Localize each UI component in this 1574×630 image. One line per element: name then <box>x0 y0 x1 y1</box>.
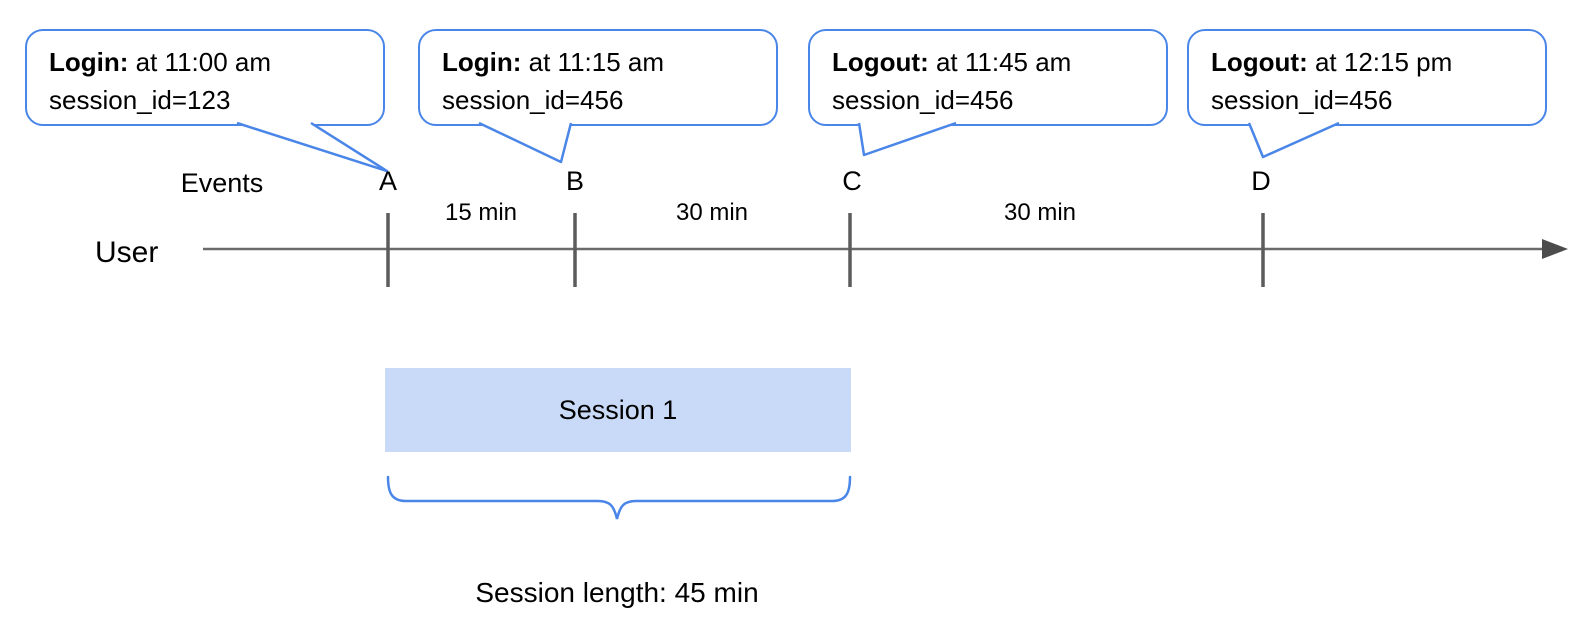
callout-tail-d <box>1247 121 1340 159</box>
event-type-label: Logout: <box>1211 47 1308 77</box>
session-id-label: session_id=456 <box>442 85 624 115</box>
callout-tail-a <box>236 121 389 173</box>
timeline-arrowhead-icon <box>1542 239 1568 259</box>
events-label: Events <box>180 168 264 198</box>
event-type-label: Login: <box>442 47 522 77</box>
callout-line1: Logout: at 11:45 am <box>832 43 1146 81</box>
callout-login-a: Login: at 11:00 am session_id=123 <box>25 29 385 126</box>
callout-tail-c <box>857 121 957 157</box>
interval-label-cd: 30 min <box>1003 199 1077 226</box>
interval-label-bc: 30 min <box>675 199 749 226</box>
session-id-label: session_id=123 <box>49 85 231 115</box>
callout-login-b: Login: at 11:15 am session_id=456 <box>418 29 778 126</box>
event-type-label: Login: <box>49 47 129 77</box>
session-length-label: Session length: 45 min <box>475 577 759 608</box>
event-time-label: at 11:00 am <box>128 47 272 77</box>
event-time-label: at 12:15 pm <box>1307 47 1453 77</box>
event-time-label: at 11:15 am <box>521 47 665 77</box>
tick-label-b: B <box>565 166 585 196</box>
callout-logout-c: Logout: at 11:45 am session_id=456 <box>808 29 1168 126</box>
session-id-label: session_id=456 <box>1211 85 1393 115</box>
session-id-label: session_id=456 <box>832 85 1014 115</box>
interval-label-ab: 15 min <box>444 199 518 226</box>
tick-label-d: D <box>1251 166 1271 196</box>
tick-label-a: A <box>378 166 398 196</box>
event-type-label: Logout: <box>832 47 929 77</box>
tick-label-c: C <box>842 166 862 196</box>
session-1-bar: Session 1 <box>385 368 851 452</box>
callout-line1: Login: at 11:15 am <box>442 43 756 81</box>
callout-logout-d: Logout: at 12:15 pm session_id=456 <box>1187 29 1547 126</box>
callout-line1: Login: at 11:00 am <box>49 43 363 81</box>
user-axis-label: User <box>95 236 159 269</box>
event-time-label: at 11:45 am <box>928 47 1072 77</box>
callout-line1: Logout: at 12:15 pm <box>1211 43 1525 81</box>
callout-tail-b <box>478 121 573 164</box>
session-length-brace <box>386 475 852 520</box>
